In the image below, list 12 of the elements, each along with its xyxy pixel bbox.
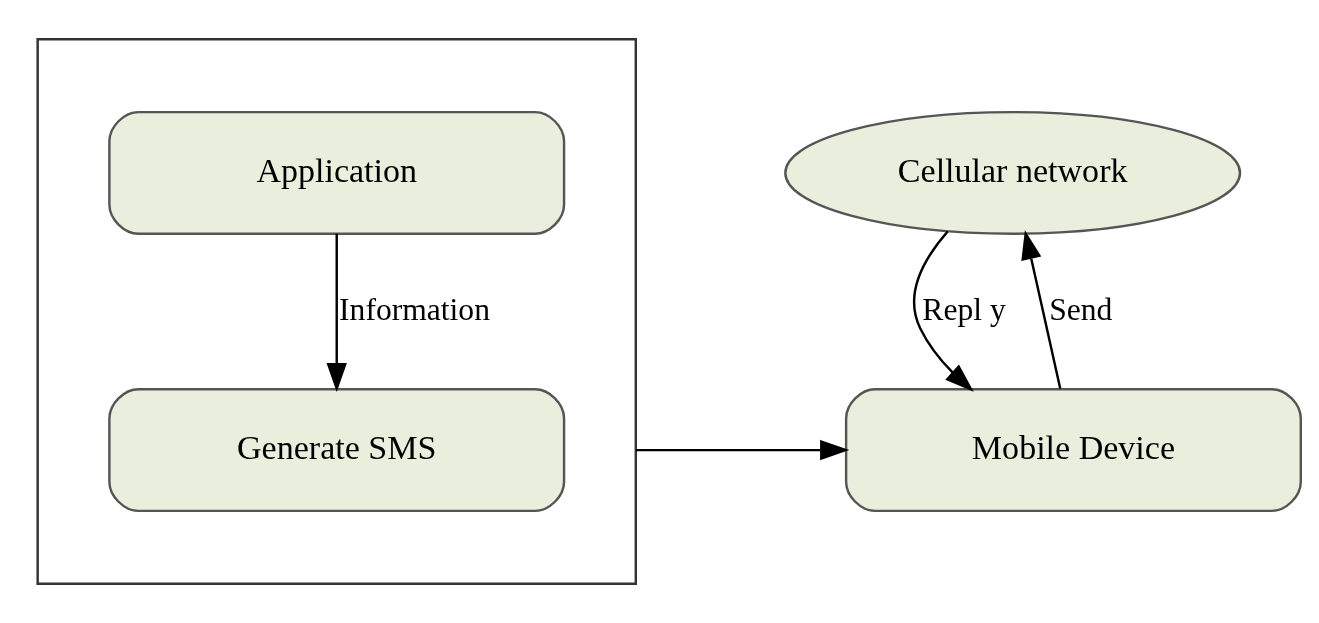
node-ellipse: Cellular network bbox=[784, 110, 1242, 235]
node-box: Mobile Device bbox=[844, 388, 1302, 513]
node-box: Application bbox=[108, 110, 566, 235]
arrow bbox=[326, 233, 347, 393]
edge-label: Repl y bbox=[922, 291, 1006, 327]
cluster bbox=[36, 37, 637, 586]
arrow bbox=[1021, 230, 1062, 389]
arrow bbox=[635, 439, 850, 461]
arrow bbox=[913, 230, 974, 392]
edge-label: Send bbox=[1049, 291, 1113, 327]
edge-label: Information bbox=[339, 291, 490, 327]
node-box: Generate SMS bbox=[108, 388, 566, 513]
